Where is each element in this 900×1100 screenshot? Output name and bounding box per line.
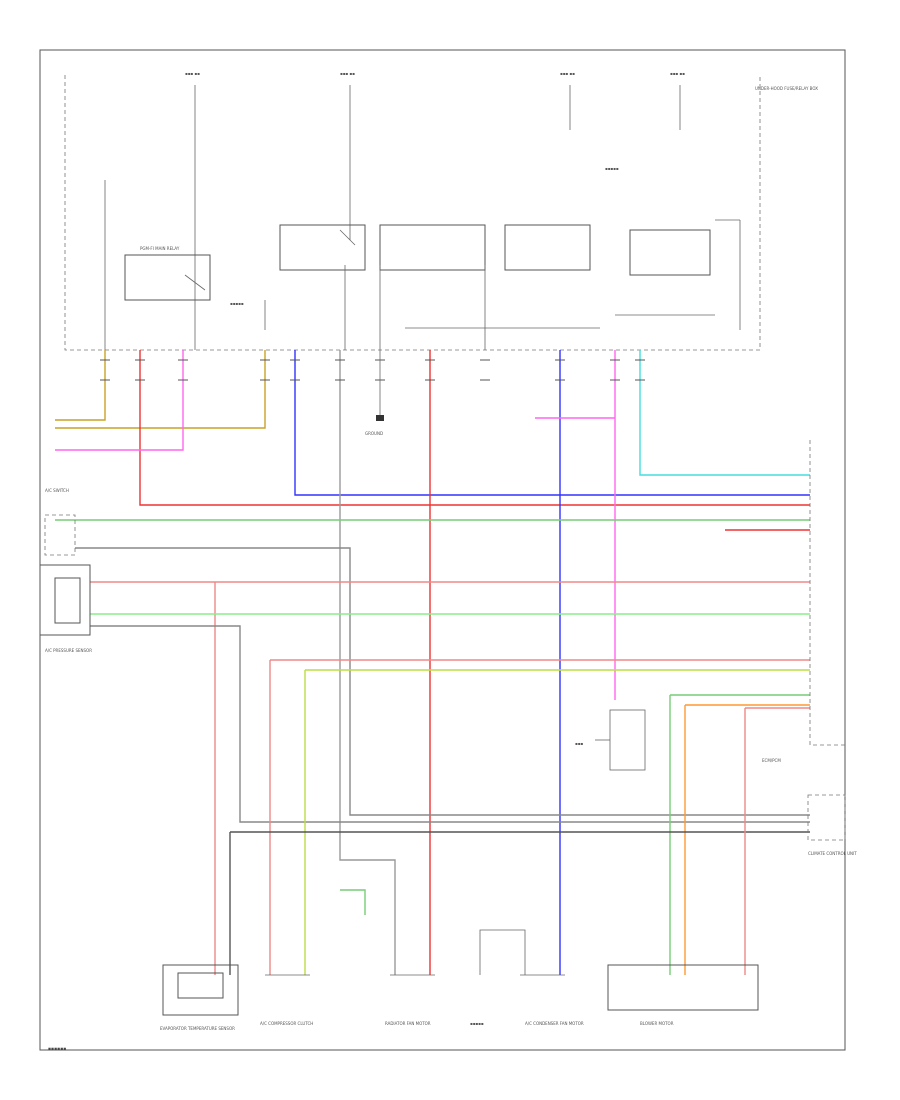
relay-fan-control [279,224,366,271]
fuse-feeds: ▪▪▪ ▪▪ ▪▪▪ ▪▪ ▪▪▪ ▪▪ ▪▪▪ ▪▪ ▪▪▪▪▪ [185,71,685,350]
condenser-fan-motor: ▪▪▪▪▪ A/C CONDENSER FAN MOTOR [470,929,584,1026]
ac-pressure-sensor: A/C PRESSURE SENSOR [39,564,92,653]
relay-label: PGM-FI MAIN RELAY [140,246,180,251]
svg-text:CLIMATE CONTROL UNIT: CLIMATE CONTROL UNIT [808,851,857,856]
fuse-box-label: UNDER-HOOD FUSE/RELAY BOX [755,86,818,91]
connector-ticks [100,359,645,381]
fuse-box-outline [64,75,761,351]
diagram-frame [39,49,846,1051]
svg-text:GROUND: GROUND [365,431,383,436]
ground-symbol: GROUND [365,350,384,436]
climate-control-box: CLIMATE CONTROL UNIT [807,794,857,856]
svg-text:A/C PRESSURE SENSOR: A/C PRESSURE SENSOR [45,648,92,653]
ac-compressor-clutch: A/C COMPRESSOR CLUTCH [260,974,313,1026]
svg-text:▪▪▪ ▪▪: ▪▪▪ ▪▪ [340,71,355,76]
power-transistor: ▪▪▪ [575,709,646,771]
svg-text:A/C SWITCH: A/C SWITCH [45,488,69,493]
relay-radiator-fan [379,224,486,271]
svg-text:BLOWER MOTOR: BLOWER MOTOR [640,1021,674,1026]
svg-text:A/C COMPRESSOR CLUTCH: A/C COMPRESSOR CLUTCH [260,1021,313,1026]
svg-text:RADIATOR FAN MOTOR: RADIATOR FAN MOTOR [385,1021,431,1026]
svg-text:▪▪▪▪▪: ▪▪▪▪▪ [605,166,619,171]
relay-condenser-fan [504,224,591,271]
svg-text:A/C CONDENSER FAN MOTOR: A/C CONDENSER FAN MOTOR [525,1021,584,1026]
svg-text:▪▪▪ ▪▪: ▪▪▪ ▪▪ [560,71,575,76]
blower-motor: BLOWER MOTOR [607,964,759,1026]
ac-switch: A/C SWITCH [44,488,76,556]
svg-text:ECM/PCM: ECM/PCM [762,758,781,763]
relay-pgm-fi-main: PGM-FI MAIN RELAY [124,246,211,301]
radiator-fan-motor: RADIATOR FAN MOTOR [385,974,435,1026]
svg-text:▪▪▪ ▪▪: ▪▪▪ ▪▪ [185,71,200,76]
svg-text:▪▪▪▪▪: ▪▪▪▪▪ [470,1021,484,1026]
evaporator-temp-sensor: EVAPORATOR TEMPERATURE SENSOR [160,964,239,1031]
ecm-pcm-box: ECM/PCM [762,440,845,763]
footer-label: ▪▪▪▪▪▪ [48,1047,66,1052]
relay-compressor-clutch [629,229,711,276]
svg-text:▪▪▪▪▪: ▪▪▪▪▪ [230,301,244,306]
fuse-box-internal [104,180,741,350]
svg-text:EVAPORATOR TEMPERATURE SENSOR: EVAPORATOR TEMPERATURE SENSOR [160,1026,235,1031]
svg-text:▪▪▪: ▪▪▪ [575,741,583,746]
svg-text:▪▪▪ ▪▪: ▪▪▪ ▪▪ [670,71,685,76]
wires [55,350,810,975]
